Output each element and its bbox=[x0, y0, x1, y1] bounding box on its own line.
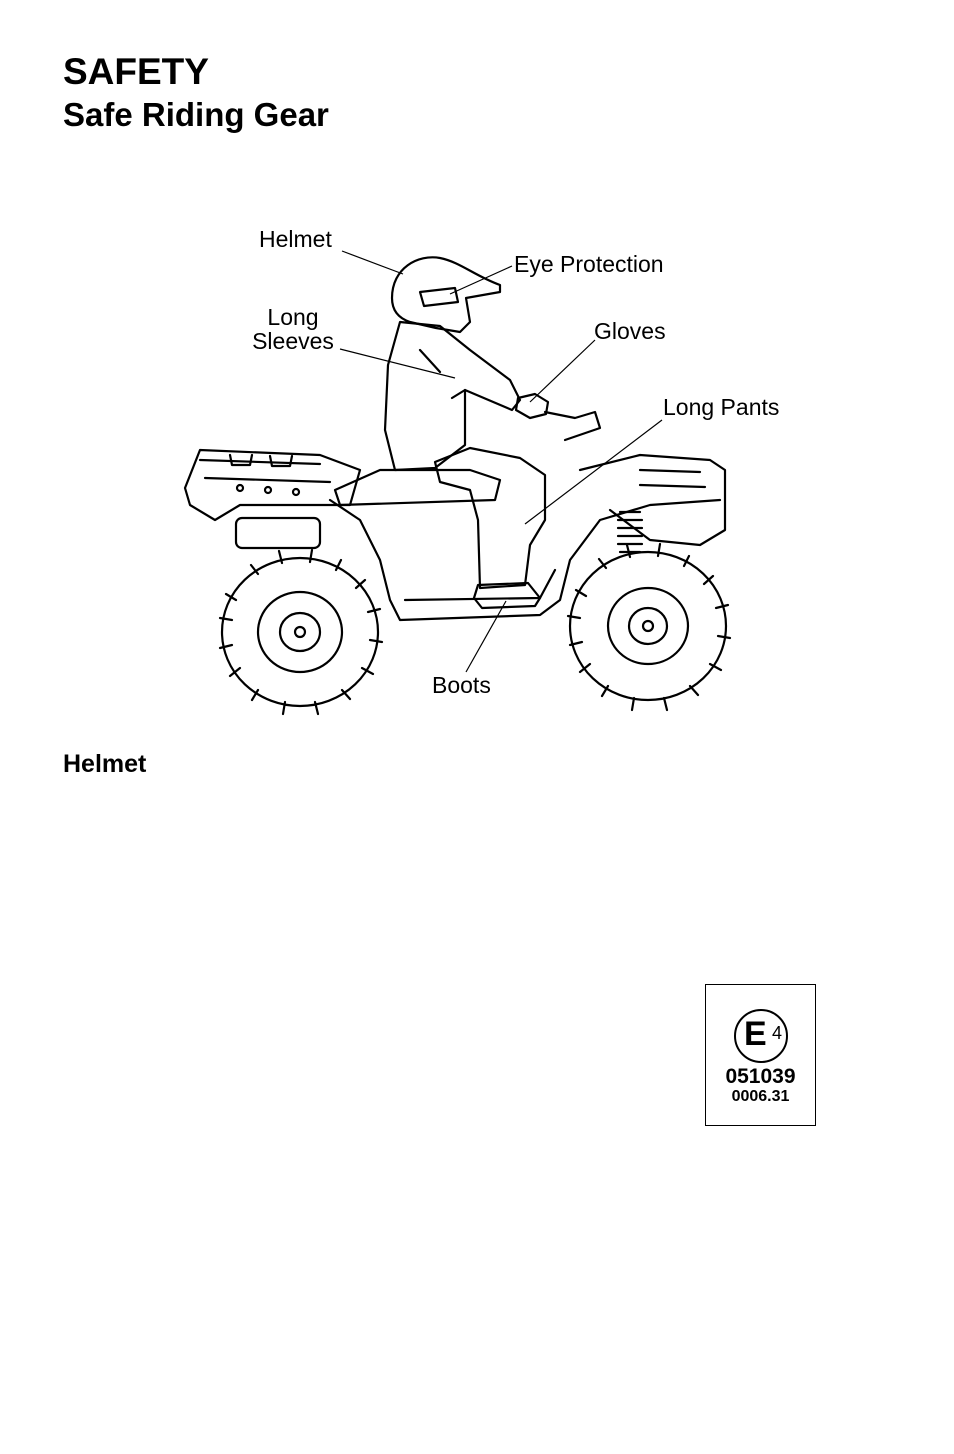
rider-boot bbox=[472, 581, 542, 610]
ece-letter: E bbox=[744, 1015, 767, 1053]
rider-glove bbox=[514, 392, 550, 420]
seat bbox=[333, 468, 502, 507]
label-long-sleeves-line2: Sleeves bbox=[252, 328, 334, 354]
label-long-sleeves-line1: Long bbox=[267, 304, 318, 330]
label-gloves: Gloves bbox=[594, 318, 666, 344]
rear-wheel bbox=[218, 548, 384, 716]
rider-helmet bbox=[390, 256, 502, 334]
label-boots: Boots bbox=[432, 672, 491, 698]
rider-jacket bbox=[383, 320, 522, 472]
label-eye-protection: Eye Protection bbox=[514, 251, 664, 277]
front-spring bbox=[616, 510, 644, 554]
atv-rider-illustration: Helmet Eye Protection Long Sleeves Glove… bbox=[183, 226, 779, 716]
rider-pants bbox=[433, 446, 547, 590]
regulation-code: 0006.31 bbox=[731, 1088, 790, 1105]
front-wheel bbox=[566, 542, 732, 712]
ece-country-number: 4 bbox=[772, 1023, 783, 1043]
section-title: SAFETY bbox=[63, 51, 209, 92]
approval-number: 051039 bbox=[725, 1065, 796, 1088]
helmet-heading: Helmet bbox=[63, 750, 147, 778]
label-long-pants: Long Pants bbox=[663, 394, 779, 420]
exhaust-muffler bbox=[234, 516, 322, 550]
ece-circle: E 4 bbox=[734, 1009, 788, 1063]
chassis bbox=[328, 498, 722, 622]
front-fender bbox=[578, 453, 727, 547]
page-title: Safe Riding Gear bbox=[63, 96, 329, 133]
ece-approval-mark: E 4 051039 0006.31 bbox=[705, 984, 816, 1126]
label-helmet: Helmet bbox=[259, 226, 332, 252]
